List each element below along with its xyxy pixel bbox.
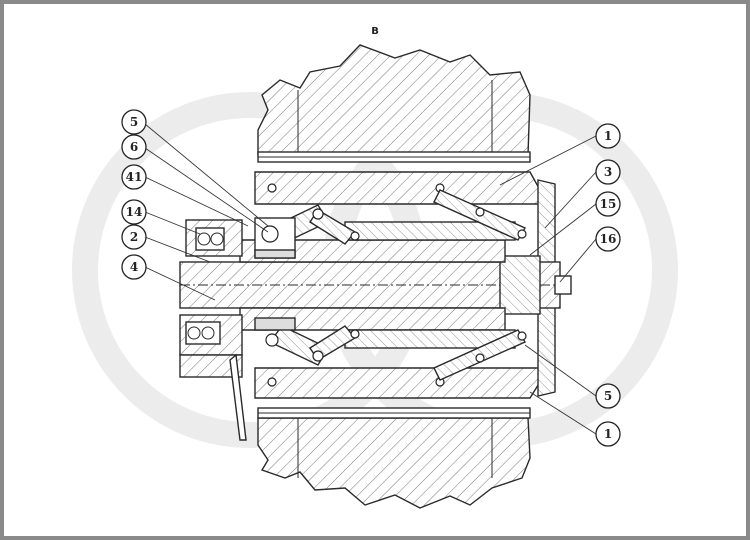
callout-3: 3: [595, 159, 621, 185]
svg-text:6: 6: [130, 140, 138, 154]
spindle-shaft: [179, 255, 572, 315]
callout-16: 16: [595, 226, 621, 252]
upper-bearing-block: [185, 217, 296, 259]
callout-14: 14: [121, 199, 147, 225]
svg-text:4: 4: [130, 260, 138, 274]
lower-linkages: [265, 325, 527, 381]
callout-2: 2: [121, 224, 147, 250]
callout-15: 15: [595, 191, 621, 217]
svg-text:14: 14: [126, 205, 143, 219]
callout-1-bottom: 1: [595, 421, 621, 447]
svg-text:16: 16: [600, 232, 617, 246]
upper-jaw-segment: [254, 171, 541, 205]
svg-text:5: 5: [130, 115, 138, 129]
svg-text:41: 41: [126, 170, 143, 184]
callout-4: 4: [121, 254, 147, 280]
lower-housing: [257, 407, 531, 509]
callout-1-top: 1: [595, 123, 621, 149]
callout-6: 6: [121, 134, 147, 160]
callout-41: 41: [121, 164, 147, 190]
svg-text:3: 3: [604, 165, 612, 179]
svg-text:15: 15: [600, 197, 617, 211]
view-label: B: [371, 26, 379, 37]
callout-5-bottom: 5: [595, 383, 621, 409]
leader-lines: [144, 123, 597, 435]
lower-jaw-segment: [254, 367, 541, 399]
upper-housing: [257, 44, 531, 163]
svg-text:1: 1: [604, 129, 612, 143]
svg-text:1: 1: [604, 427, 612, 441]
lower-bearing-block: [179, 314, 296, 441]
svg-text:2: 2: [130, 230, 138, 244]
callout-5-top: 5: [121, 109, 147, 135]
svg-text:5: 5: [604, 389, 612, 403]
inner-sleeve: [239, 221, 516, 349]
